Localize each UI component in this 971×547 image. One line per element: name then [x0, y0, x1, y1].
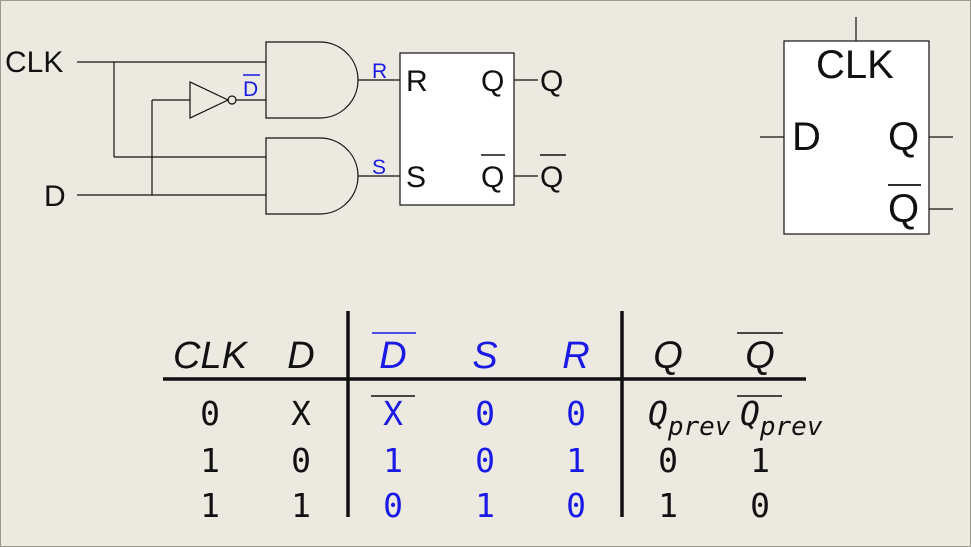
cell-q-symbol: Q [648, 394, 668, 433]
truth-table: CLK D D S R Q Q 0 X X 0 0 Qprev Qprev 1 … [163, 311, 823, 525]
cell-s: 0 [475, 441, 495, 480]
table-row: 1 0 1 0 1 0 1 [200, 441, 770, 480]
d-input-label: D [44, 180, 66, 213]
symbol-d-label: D [792, 115, 821, 159]
symbol-qbar-label: Q [888, 187, 919, 231]
cell-qbar: 0 [750, 486, 770, 525]
output-qbar-label: Q [540, 161, 563, 194]
clk-input-label: CLK [5, 46, 63, 79]
and-gate-upper [265, 41, 359, 119]
not-gate [189, 81, 230, 119]
cell-qbar-symbol: Q [740, 394, 760, 433]
header-clk: CLK [173, 335, 249, 377]
cell-dbar: 0 [383, 486, 403, 525]
cell-clk: 1 [200, 441, 220, 480]
cell-clk: 0 [200, 394, 220, 433]
header-qbar: Q [745, 335, 775, 377]
cell-d: X [291, 394, 311, 433]
symbol-clk-label: CLK [816, 43, 894, 87]
header-q: Q [653, 335, 683, 377]
header-dbar: D [379, 335, 406, 377]
d-flip-flop-symbol: CLK D Q Q [760, 17, 953, 235]
output-q-label: Q [540, 65, 563, 98]
cell-d: 1 [291, 486, 311, 525]
cell-qbar-subscript: prev [759, 412, 823, 442]
symbol-q-label: Q [888, 115, 919, 159]
cell-q: 1 [658, 486, 678, 525]
r-wire-label: R [372, 60, 387, 83]
and-gate-lower [265, 137, 359, 215]
cell-qbar: 1 [750, 441, 770, 480]
header-d: D [287, 335, 314, 377]
table-header-row: CLK D D S R Q Q [173, 335, 775, 377]
d-latch-circuit [77, 41, 538, 215]
s-wire-label: S [372, 156, 386, 179]
sr-latch-box [399, 52, 515, 206]
table-row: 0 X X 0 0 Qprev Qprev [200, 394, 823, 442]
cell-s: 1 [475, 486, 495, 525]
cell-clk: 1 [200, 486, 220, 525]
cell-s: 0 [475, 394, 495, 433]
header-s: S [472, 335, 497, 377]
latch-s-label: S [406, 161, 426, 194]
cell-d: 0 [291, 441, 311, 480]
table-row: 1 1 0 1 0 1 0 [200, 486, 770, 525]
cell-dbar: 1 [383, 441, 403, 480]
cell-qbar: Qprev [740, 394, 823, 442]
cell-q: 0 [658, 441, 678, 480]
cell-r: 1 [566, 441, 586, 480]
latch-q-label: Q [481, 65, 504, 98]
cell-q-subscript: prev [667, 412, 731, 442]
latch-r-label: R [406, 65, 428, 98]
dbar-label: D [243, 78, 258, 101]
cell-dbar: X [383, 394, 403, 433]
latch-qbar-label: Q [481, 161, 504, 194]
cell-r: 0 [566, 394, 586, 433]
cell-q: Qprev [648, 394, 731, 442]
symbol-box [783, 40, 930, 235]
cell-r: 0 [566, 486, 586, 525]
header-r: R [562, 335, 589, 377]
circuit-labels: CLK D D R S R S Q Q Q Q [5, 46, 566, 213]
